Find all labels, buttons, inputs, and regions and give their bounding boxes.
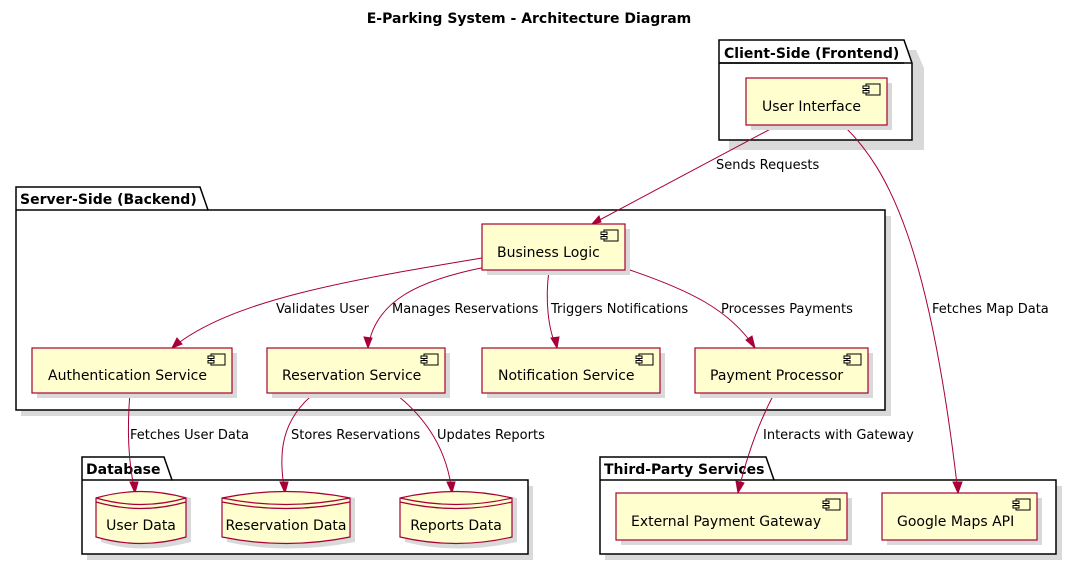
component-label-external-gateway: External Payment Gateway — [631, 514, 821, 530]
package-label-third-party: Third-Party Services — [604, 462, 765, 478]
arrowhead-icon — [745, 335, 756, 350]
database-label-reports-data: Reports Data — [410, 518, 502, 534]
database-reservation-data: Reservation Data — [221, 490, 355, 549]
component-google-maps-api: Google Maps API — [881, 492, 1042, 545]
edge-label-interacts-with-gateway: Interacts with Gateway — [763, 428, 914, 443]
component-label-authentication: Authentication Service — [48, 368, 207, 384]
component-icon — [843, 353, 862, 366]
edge-label-sends-requests: Sends Requests — [716, 158, 819, 173]
database-reports-data: Reports Data — [399, 490, 517, 549]
component-icon — [600, 229, 619, 242]
edge-stores-reservations — [281, 391, 317, 494]
arrowhead-icon — [170, 337, 183, 349]
database-label-user-data: User Data — [106, 518, 176, 534]
arrowhead-icon — [279, 481, 289, 495]
edge-label-manages-reservations: Manages Reservations — [392, 302, 539, 317]
component-user-interface: User Interface — [745, 77, 892, 130]
component-label-payment-processor: Payment Processor — [710, 368, 843, 384]
component-label-google-maps: Google Maps API — [897, 514, 1014, 530]
package-label-client: Client-Side (Frontend) — [724, 46, 899, 62]
arrowhead-icon — [590, 215, 602, 225]
package-label-server: Server-Side (Backend) — [20, 192, 197, 208]
arrowhead-icon — [129, 481, 139, 495]
edge-label-fetches-map-data: Fetches Map Data — [932, 302, 1049, 317]
component-payment-processor: Payment Processor — [694, 347, 873, 398]
component-icon — [822, 498, 841, 511]
edge-label-updates-reports: Updates Reports — [437, 428, 545, 443]
arrowhead-icon — [550, 336, 560, 350]
database-label-reservation-data: Reservation Data — [226, 518, 347, 534]
component-icon — [420, 353, 439, 366]
component-label-user-interface: User Interface — [762, 99, 861, 115]
edge-interacts-with-gateway — [737, 391, 776, 494]
component-notification-service: Notification Service — [481, 347, 665, 398]
arrowhead-icon — [446, 481, 456, 495]
component-icon — [207, 353, 226, 366]
component-label-business-logic: Business Logic — [497, 245, 600, 261]
database-user-data: User Data — [95, 490, 191, 549]
component-external-payment-gateway: External Payment Gateway — [615, 492, 852, 545]
component-label-reservation: Reservation Service — [282, 368, 421, 384]
edge-manages-reservations — [367, 266, 487, 349]
arrowhead-icon — [735, 480, 745, 495]
component-authentication-service: Authentication Service — [31, 347, 237, 398]
arrowhead-icon — [952, 481, 963, 495]
arrowhead-icon — [363, 336, 373, 350]
component-icon — [1012, 498, 1031, 511]
edge-sends-requests — [591, 124, 779, 225]
edges: Sends Requests Fetches Map Data Validate… — [127, 124, 1049, 495]
package-label-database: Database — [86, 462, 161, 478]
edge-validates-user — [171, 257, 483, 349]
edge-label-stores-reservations: Stores Reservations — [291, 428, 420, 443]
edge-label-triggers-notifications: Triggers Notifications — [550, 302, 688, 317]
component-label-notification: Notification Service — [498, 368, 635, 384]
component-reservation-service: Reservation Service — [266, 347, 450, 398]
edge-label-validates-user: Validates User — [276, 302, 370, 317]
edge-updates-reports — [392, 391, 453, 494]
component-icon — [635, 353, 654, 366]
component-business-logic: Business Logic — [481, 223, 630, 275]
diagram-title: E-Parking System - Architecture Diagram — [367, 11, 692, 27]
component-icon — [862, 83, 881, 96]
edge-processes-payments — [623, 267, 756, 349]
edge-fetches-map-data — [842, 124, 959, 494]
edge-label-fetches-user-data: Fetches User Data — [130, 428, 249, 443]
edge-label-processes-payments: Processes Payments — [721, 302, 853, 317]
